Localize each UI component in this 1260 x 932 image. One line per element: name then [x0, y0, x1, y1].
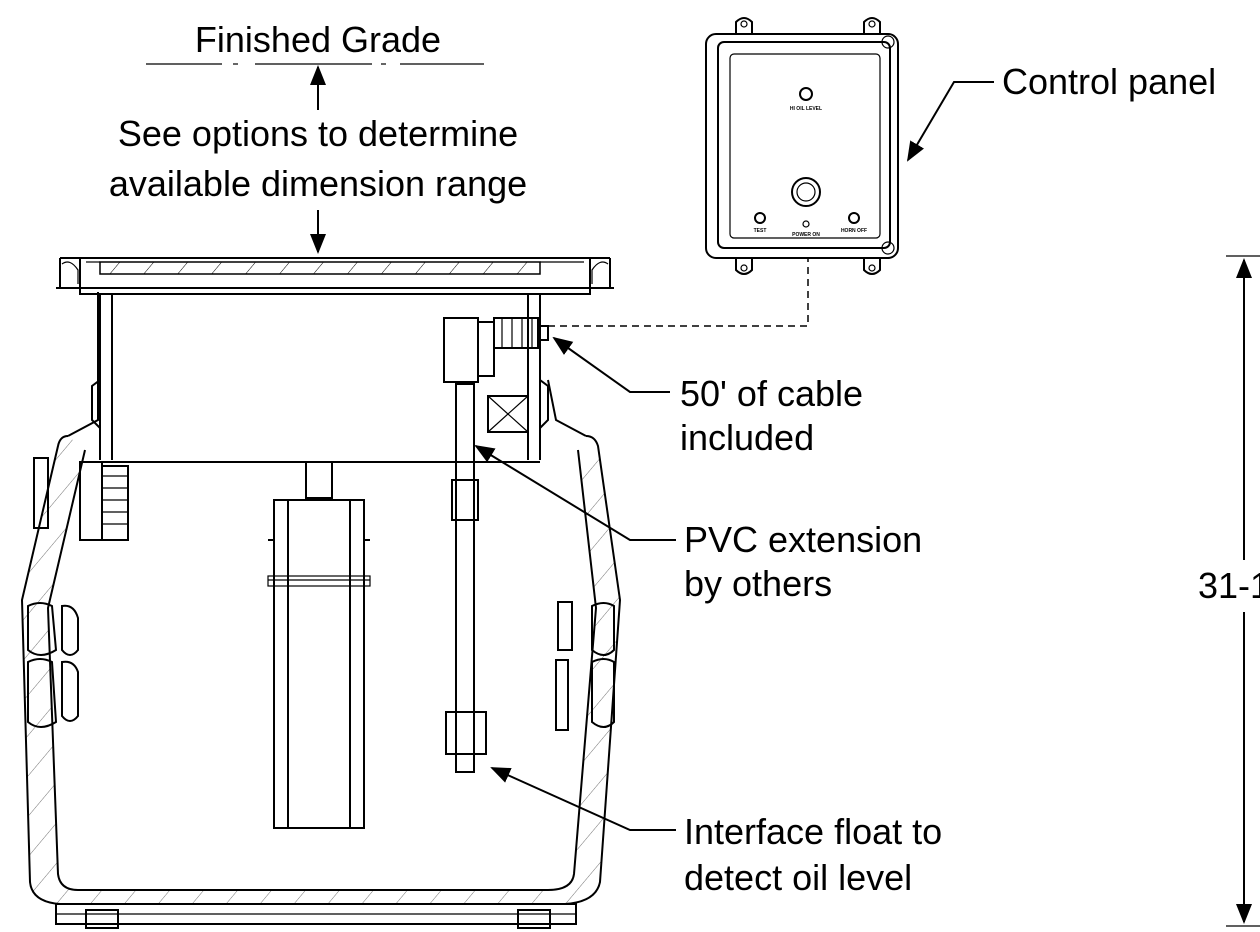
callout-control-panel: Control panel — [906, 61, 1216, 162]
pvc-label-line1: PVC extension — [684, 519, 922, 560]
hi-oil-level-light — [799, 87, 813, 101]
left-inner-lugs — [61, 604, 79, 722]
inlet-fitting — [79, 461, 129, 541]
riser — [91, 294, 549, 460]
cover-frame — [79, 258, 591, 295]
sensor-housing — [443, 317, 479, 383]
cable-dashed-line — [548, 258, 809, 327]
tank-outer-shell — [20, 435, 622, 905]
finished-grade-group: Finished Grade See options to determine … — [109, 19, 527, 254]
hi-oil-level-text: HI OIL LEVEL — [790, 106, 822, 112]
right-shoulder — [547, 379, 587, 437]
base-foot-right — [517, 909, 551, 929]
callout-float: Interface float to detect oil level — [490, 767, 942, 898]
cable-label-line2: included — [680, 417, 814, 458]
callout-cable: 50' of cable included — [552, 336, 863, 458]
float-sensor — [443, 317, 549, 773]
mount-tab — [735, 258, 753, 275]
mount-tab — [863, 17, 881, 34]
base-foot-left — [85, 909, 119, 929]
right-ribs — [555, 601, 615, 731]
horn-off-button — [848, 212, 860, 224]
power-on-light — [802, 220, 810, 228]
left-shoulder — [67, 292, 99, 437]
float-label-line2: detect oil level — [684, 857, 912, 898]
cover-plate — [99, 261, 541, 275]
control-panel-label: Control panel — [1002, 61, 1216, 102]
test-button — [754, 212, 766, 224]
dimension-note-line1: See options to determine — [118, 113, 518, 154]
control-panel: HI OIL LEVEL TEST POWER ON HORN OFF — [705, 17, 899, 275]
cover-assembly — [56, 257, 614, 295]
cable-route — [548, 258, 809, 327]
height-dimension: 31-1 — [1198, 255, 1260, 927]
dimension-note-line2: available dimension range — [109, 163, 527, 204]
tank-inner-shell — [46, 449, 598, 891]
float-label-line1: Interface float to — [684, 811, 942, 852]
alarm-horn — [791, 177, 821, 207]
cable-label-line1: 50' of cable — [680, 373, 863, 414]
baffle-body — [273, 499, 365, 829]
height-dimension-label: 31-1 — [1198, 565, 1260, 606]
power-on-text: POWER ON — [792, 232, 820, 238]
float-stem — [455, 383, 475, 773]
pvc-label-line2: by others — [684, 563, 832, 604]
tank-wall-hatch — [22, 436, 620, 904]
mount-tab — [863, 258, 881, 275]
callout-pvc: PVC extension by others — [474, 444, 922, 604]
mount-tab — [735, 17, 753, 34]
interface-float — [445, 711, 487, 755]
horn-off-text: HORN OFF — [841, 228, 867, 234]
left-ribs — [27, 457, 58, 728]
center-baffle — [267, 461, 371, 829]
finished-grade-label: Finished Grade — [195, 19, 441, 60]
test-text: TEST — [754, 228, 767, 234]
panel-enclosure — [705, 33, 899, 259]
